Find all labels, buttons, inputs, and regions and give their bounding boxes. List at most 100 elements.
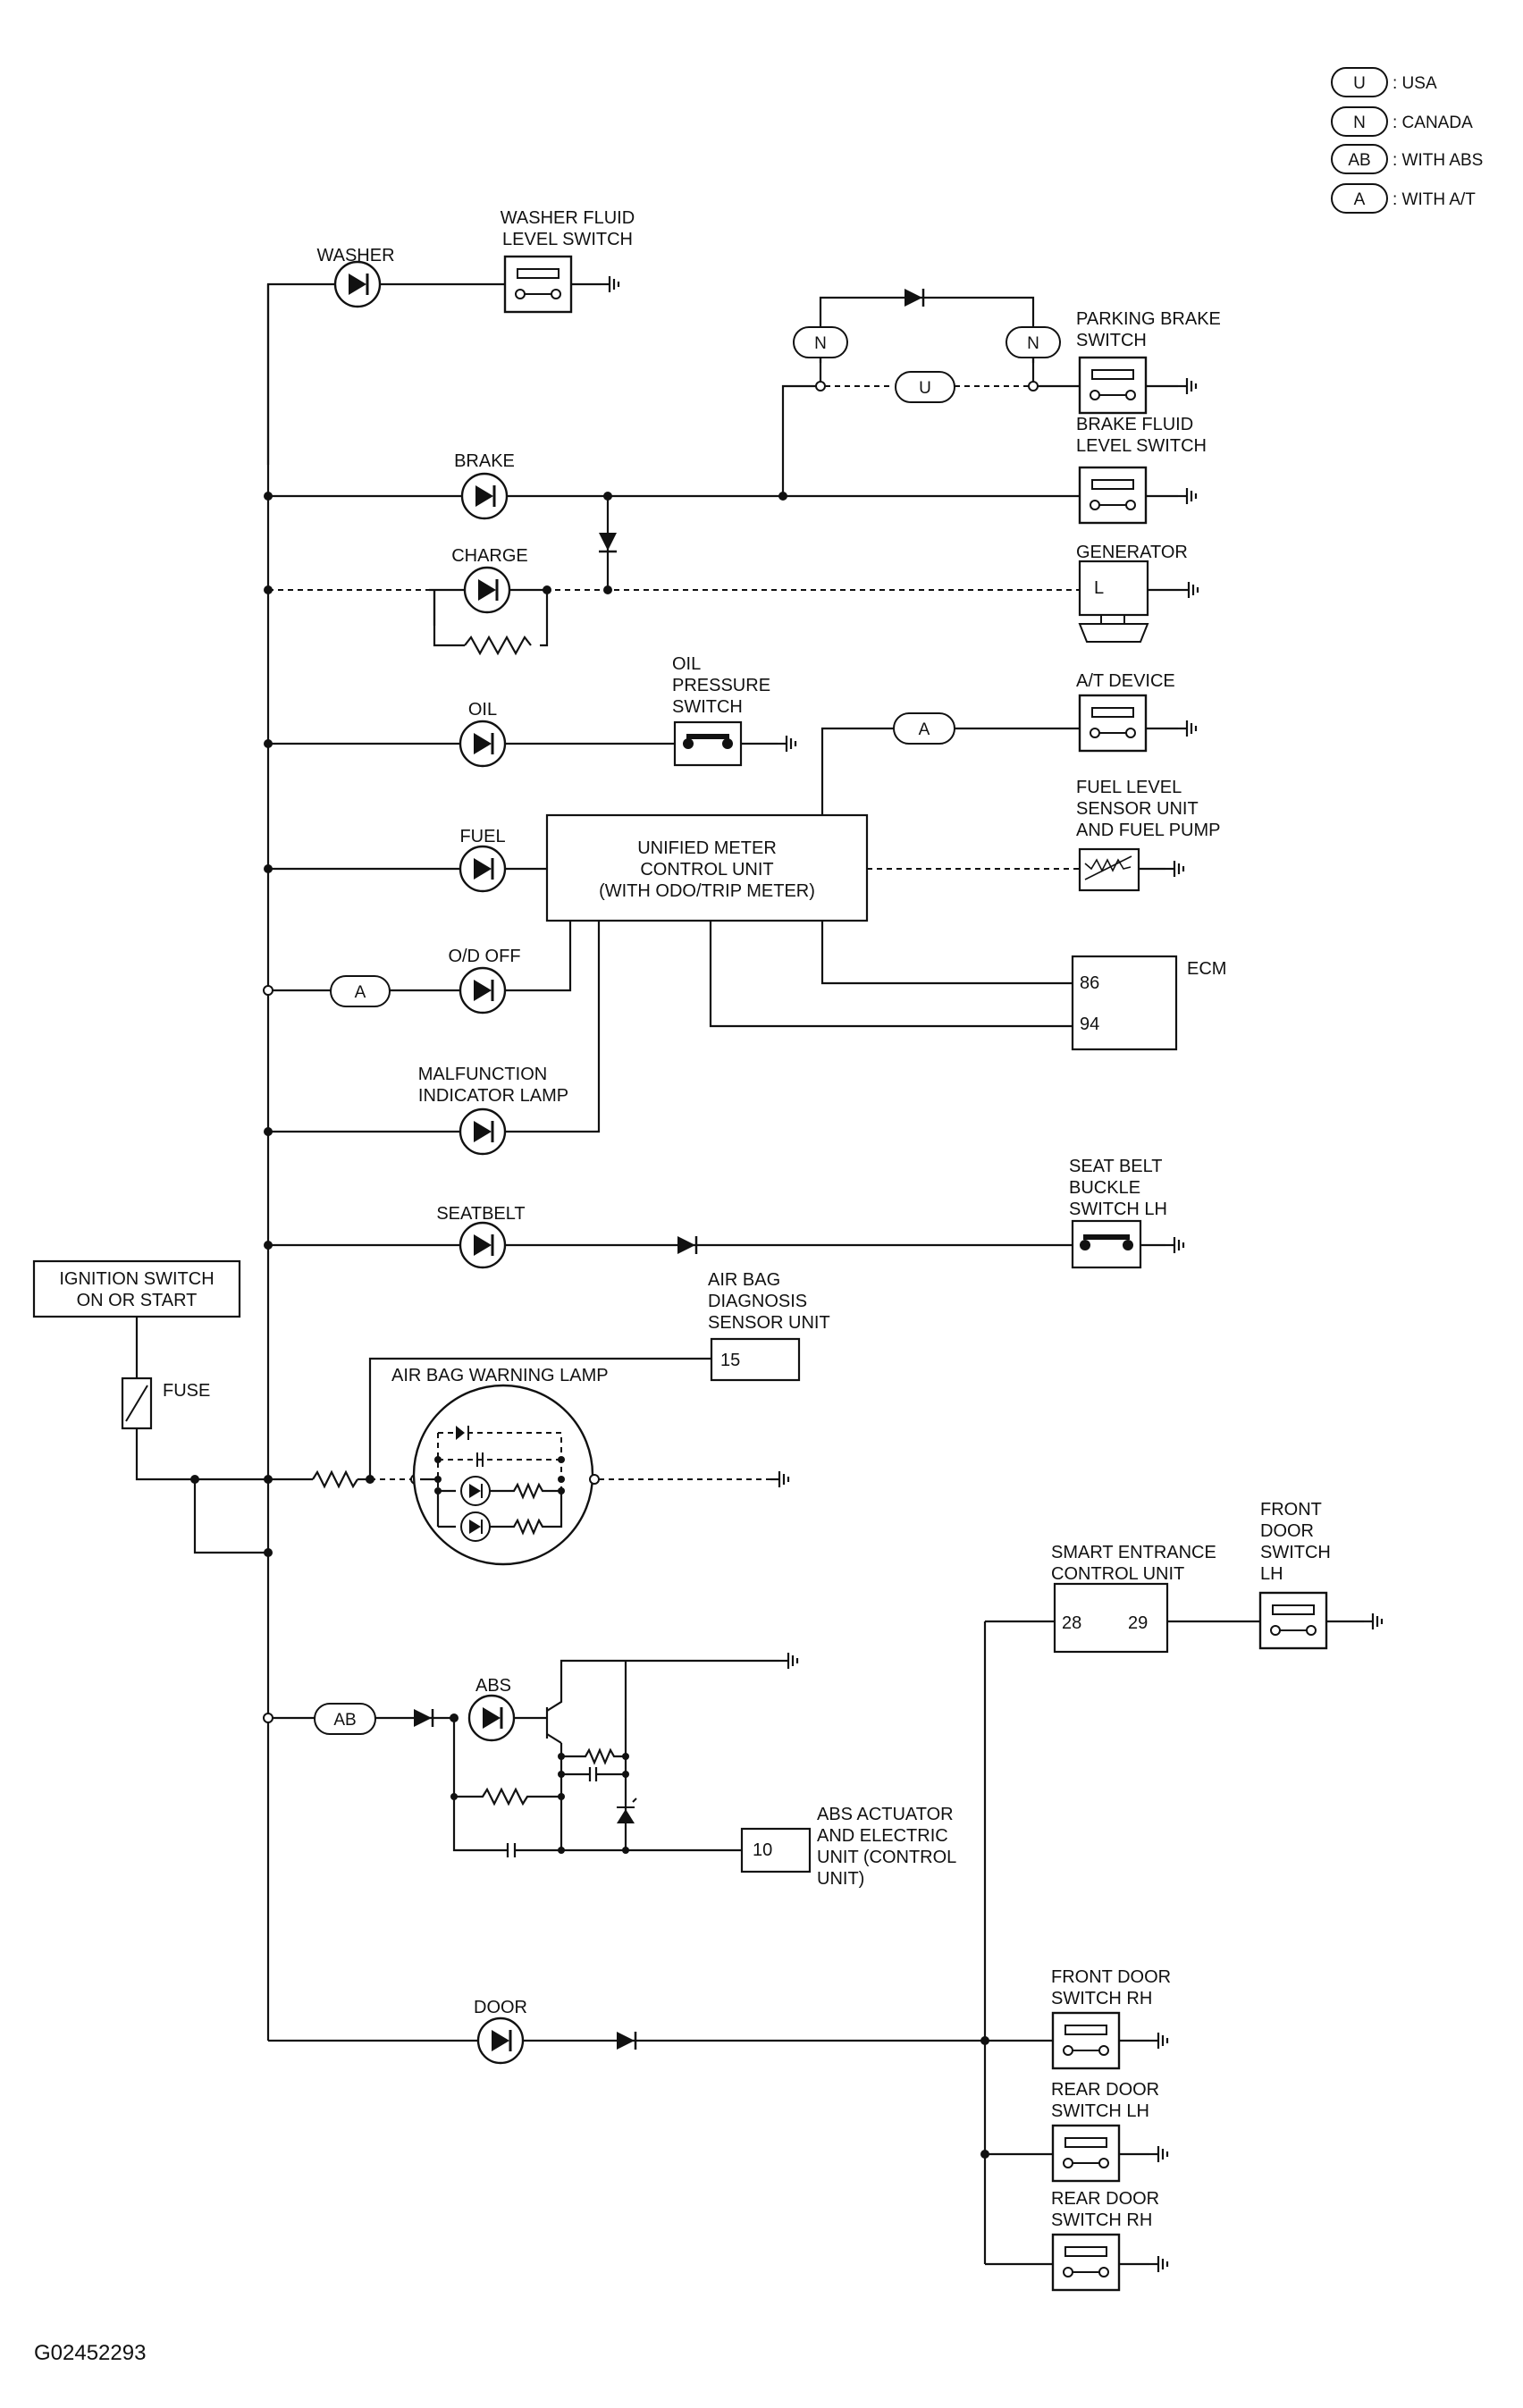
svg-text:CONTROL UNIT: CONTROL UNIT — [1051, 1564, 1184, 1584]
od-off-lamp — [459, 966, 507, 1015]
seat-belt-buckle-switch-lh: SEAT BELT BUCKLE SWITCH LH — [1069, 1157, 1167, 1269]
svg-text:DIAGNOSIS: DIAGNOSIS — [708, 1292, 807, 1311]
parking-brake-switch: PARKING BRAKE SWITCH — [1076, 309, 1221, 415]
front-door-switch-lh: FRONT DOOR SWITCH LH — [1258, 1500, 1331, 1650]
abs-label: ABS — [475, 1676, 511, 1696]
washer-label: WASHER — [316, 246, 394, 265]
legend-text-at: : WITH A/T — [1393, 190, 1476, 209]
svg-text:AND FUEL PUMP: AND FUEL PUMP — [1076, 821, 1221, 840]
brake-fluid-level-switch: BRAKE FLUID LEVEL SWITCH — [1076, 415, 1207, 525]
generator: L GENERATOR — [1076, 543, 1188, 643]
oil-pressure-switch: OIL PRESSURE SWITCH — [672, 654, 770, 767]
door-label: DOOR — [474, 1998, 527, 2017]
svg-text:94: 94 — [1080, 1015, 1099, 1034]
svg-text:29: 29 — [1128, 1613, 1148, 1633]
svg-text:OIL: OIL — [672, 654, 701, 674]
svg-text:ON OR START: ON OR START — [77, 1291, 198, 1310]
rear-door-lh-ground — [1148, 2144, 1169, 2164]
seatbelt-ground — [1164, 1235, 1185, 1255]
oil-ground — [776, 734, 797, 754]
ignition-switch: IGNITION SWITCH ON OR START — [32, 1259, 241, 1318]
svg-text:SWITCH RH: SWITCH RH — [1051, 2210, 1152, 2230]
oil-label: OIL — [468, 700, 497, 720]
svg-text:REAR DOOR: REAR DOOR — [1051, 2080, 1159, 2100]
parking-diode — [903, 287, 925, 308]
air-bag-warning-lamp — [412, 1384, 594, 1566]
seatbelt-lamp — [459, 1221, 507, 1269]
airbag-ground — [769, 1469, 790, 1489]
svg-text:DOOR: DOOR — [1260, 1521, 1314, 1541]
washer-lamp — [333, 260, 382, 308]
seatbelt-label: SEATBELT — [436, 1204, 525, 1224]
svg-text:SENSOR UNIT: SENSOR UNIT — [1076, 799, 1199, 819]
legend-text-abs: : WITH ABS — [1393, 151, 1483, 170]
legend-code-usa: U — [1353, 74, 1366, 93]
at-ground — [1176, 719, 1198, 738]
svg-text:A: A — [355, 983, 366, 1002]
fuel-ground — [1164, 859, 1185, 879]
svg-text:SMART ENTRANCE: SMART ENTRANCE — [1051, 1543, 1216, 1562]
svg-text:FUEL LEVEL: FUEL LEVEL — [1076, 778, 1182, 797]
figure-id: G02452293 — [34, 2341, 146, 2365]
svg-text:L: L — [1094, 578, 1104, 598]
od-off-label: O/D OFF — [448, 947, 520, 966]
svg-text:UNIFIED METER: UNIFIED METER — [637, 838, 777, 858]
svg-text:(WITH ODO/TRIP METER): (WITH ODO/TRIP METER) — [599, 881, 815, 901]
rear-door-rh-ground — [1148, 2254, 1169, 2274]
svg-text:N: N — [1027, 334, 1039, 353]
front-door-rh-ground — [1148, 2031, 1169, 2050]
svg-text:INDICATOR LAMP: INDICATOR LAMP — [418, 1086, 568, 1106]
svg-text:AND ELECTRIC: AND ELECTRIC — [817, 1826, 948, 1846]
svg-text:N: N — [814, 334, 827, 353]
rear-door-switch-lh: REAR DOOR SWITCH LH — [1051, 2080, 1159, 2183]
unified-meter-control-unit: UNIFIED METER CONTROL UNIT (WITH ODO/TRI… — [545, 813, 869, 922]
fuse-label: FUSE — [163, 1381, 210, 1401]
svg-text:SENSOR UNIT: SENSOR UNIT — [708, 1313, 830, 1333]
abs-actuator-and-electric-unit: 10 ABS ACTUATOR AND ELECTRIC UNIT (CONTR… — [740, 1805, 956, 1889]
svg-text:REAR DOOR: REAR DOOR — [1051, 2189, 1159, 2209]
svg-text:WASHER FLUID: WASHER FLUID — [501, 208, 635, 228]
abs-diode — [412, 1707, 434, 1729]
seatbelt-diode — [676, 1234, 698, 1256]
front-door-lh-ground — [1362, 1612, 1384, 1631]
svg-text:BUCKLE: BUCKLE — [1069, 1178, 1140, 1198]
washer-ground — [599, 274, 620, 294]
svg-text:AB: AB — [333, 1711, 356, 1730]
svg-text:UNIT): UNIT) — [817, 1869, 864, 1889]
fuel-level-sensor-unit: FUEL LEVEL SENSOR UNIT AND FUEL PUMP — [1076, 778, 1221, 892]
svg-text:SWITCH: SWITCH — [1260, 1543, 1331, 1562]
abs-ground — [778, 1651, 799, 1671]
svg-text:U: U — [919, 379, 931, 398]
door-lamp — [476, 2016, 525, 2065]
svg-text:CONTROL UNIT: CONTROL UNIT — [640, 860, 773, 880]
malfunction-indicator-lamp — [459, 1107, 507, 1156]
ecm: 86 94 ECM — [1071, 955, 1226, 1051]
oil-lamp — [459, 720, 507, 768]
abs-circuit — [450, 1659, 779, 1857]
svg-text:LEVEL SWITCH: LEVEL SWITCH — [1076, 436, 1207, 456]
air-bag-diagnosis-sensor-unit: 15 AIR BAG DIAGNOSIS SENSOR UNIT — [708, 1270, 830, 1382]
svg-text:LH: LH — [1260, 1564, 1283, 1584]
svg-text:UNIT (CONTROL: UNIT (CONTROL — [817, 1848, 956, 1867]
abs-lamp — [467, 1694, 516, 1742]
svg-text:MALFUNCTION: MALFUNCTION — [418, 1065, 547, 1084]
front-door-switch-rh: FRONT DOOR SWITCH RH — [1051, 1967, 1171, 2070]
legend-code-canada: N — [1353, 114, 1366, 132]
svg-text:LEVEL SWITCH: LEVEL SWITCH — [502, 230, 633, 249]
svg-text:15: 15 — [720, 1351, 740, 1370]
at-device: A/T DEVICE — [1076, 671, 1175, 753]
legend-text-usa: : USA — [1393, 74, 1437, 93]
charge-lamp — [463, 566, 511, 614]
brake-lamp — [460, 472, 509, 520]
charge-label: CHARGE — [451, 546, 528, 566]
washer-fluid-level-switch: WASHER FLUID LEVEL SWITCH — [501, 208, 635, 314]
svg-text:PRESSURE: PRESSURE — [672, 676, 770, 695]
svg-text:BRAKE FLUID: BRAKE FLUID — [1076, 415, 1193, 434]
svg-text:ECM: ECM — [1187, 959, 1226, 979]
brake-label: BRAKE — [454, 451, 515, 471]
svg-text:SWITCH LH: SWITCH LH — [1051, 2101, 1149, 2121]
svg-text:SWITCH: SWITCH — [672, 697, 743, 717]
svg-text:FRONT: FRONT — [1260, 1500, 1322, 1520]
parking-ground — [1176, 376, 1198, 396]
